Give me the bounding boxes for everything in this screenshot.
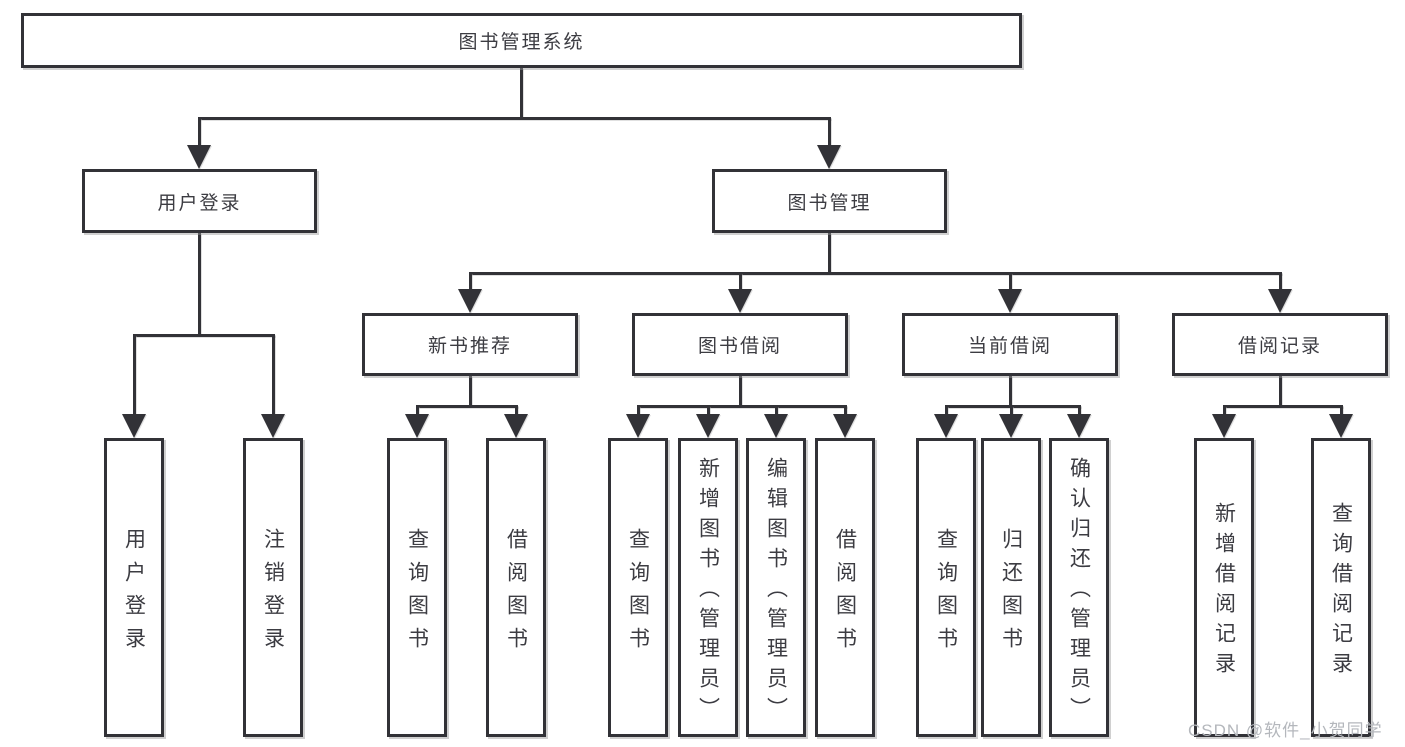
arrowhead-icon	[999, 414, 1023, 438]
connector-line	[1078, 406, 1081, 420]
connector-line	[637, 405, 847, 408]
arrowhead-icon	[728, 289, 752, 313]
node-book-borrowing: 图书借阅	[632, 313, 848, 376]
leaf-borrow-books-1: 借阅图书	[486, 438, 546, 737]
connector-line	[1340, 406, 1343, 420]
node-user-login: 用户登录	[82, 169, 317, 233]
arrowhead-icon	[122, 414, 146, 438]
leaf-query-books-1-label: 查询图书	[405, 527, 429, 660]
connector-line	[739, 376, 742, 407]
connector-line	[707, 406, 710, 420]
connector-line	[739, 273, 742, 295]
arrowhead-icon	[696, 414, 720, 438]
leaf-user-login-label: 用户登录	[122, 527, 146, 660]
arrowhead-icon	[934, 414, 958, 438]
connector-line	[515, 406, 518, 420]
arrowhead-icon	[1329, 414, 1353, 438]
connector-line	[1009, 376, 1012, 407]
connector-line	[133, 335, 136, 420]
arrowhead-icon	[261, 414, 285, 438]
leaf-add-borrow-record-label: 新增借阅记录	[1212, 502, 1236, 682]
leaf-query-borrow-record-label: 查询借阅记录	[1329, 502, 1353, 682]
arrowhead-icon	[833, 414, 857, 438]
connector-line	[945, 406, 948, 420]
leaf-query-borrow-record: 查询借阅记录	[1311, 438, 1371, 737]
arrowhead-icon	[458, 289, 482, 313]
leaf-borrow-books-1-label: 借阅图书	[504, 527, 528, 660]
connector-line	[1223, 405, 1343, 408]
node-book-borrowing-label: 图书借阅	[697, 336, 782, 357]
arrowhead-icon	[626, 414, 650, 438]
leaf-add-book-admin: 新增图书（管理员）	[678, 438, 738, 737]
leaf-add-book-admin-label: 新增图书（管理员）	[696, 457, 720, 727]
connector-line	[469, 272, 1282, 275]
arrowhead-icon	[1067, 414, 1091, 438]
node-book-management: 图书管理	[712, 169, 947, 233]
leaf-query-books-3-label: 查询图书	[934, 527, 958, 660]
leaf-query-books-1: 查询图书	[387, 438, 447, 737]
leaf-confirm-return-admin: 确认归还（管理员）	[1049, 438, 1109, 737]
leaf-borrow-books-2-label: 借阅图书	[833, 527, 857, 660]
leaf-add-borrow-record: 新增借阅记录	[1194, 438, 1254, 737]
connector-line	[198, 117, 831, 120]
node-new-book-recommendation-label: 新书推荐	[427, 336, 512, 357]
arrowhead-icon	[764, 414, 788, 438]
connector-line	[1010, 406, 1013, 420]
connector-line	[828, 233, 831, 274]
leaf-query-books-2: 查询图书	[608, 438, 668, 737]
connector-line	[637, 406, 640, 420]
arrowhead-icon	[405, 414, 429, 438]
connector-line	[469, 273, 472, 295]
arrowhead-icon	[817, 145, 841, 169]
arrowhead-icon	[187, 145, 211, 169]
connector-line	[828, 118, 831, 151]
watermark: CSDN @软件_小贺同学	[1188, 721, 1383, 740]
connector-line	[416, 406, 419, 420]
connector-line	[416, 405, 518, 408]
leaf-query-books-3: 查询图书	[916, 438, 976, 737]
leaf-edit-book-admin: 编辑图书（管理员）	[746, 438, 806, 737]
leaf-edit-book-admin-label: 编辑图书（管理员）	[764, 457, 788, 727]
node-book-management-label: 图书管理	[787, 192, 872, 214]
node-borrowing-records: 借阅记录	[1172, 313, 1388, 376]
node-new-book-recommendation: 新书推荐	[362, 313, 578, 376]
connector-line	[945, 405, 1081, 408]
leaf-return-books: 归还图书	[981, 438, 1041, 737]
node-current-borrowing: 当前借阅	[902, 313, 1118, 376]
leaf-confirm-return-admin-label: 确认归还（管理员）	[1067, 457, 1091, 727]
connector-line	[469, 376, 472, 407]
leaf-borrow-books-2: 借阅图书	[815, 438, 875, 737]
node-library-management-system: 图书管理系统	[21, 13, 1022, 68]
node-current-borrowing-label: 当前借阅	[967, 336, 1052, 357]
connector-line	[1223, 406, 1226, 420]
connector-line	[844, 406, 847, 420]
arrowhead-icon	[998, 289, 1022, 313]
leaf-query-books-2-label: 查询图书	[626, 527, 650, 660]
node-library-management-system-label: 图书管理系统	[458, 32, 585, 53]
connector-line	[272, 335, 275, 420]
connector-line	[198, 233, 201, 336]
connector-line	[198, 118, 201, 151]
leaf-logout: 注销登录	[243, 438, 303, 737]
leaf-return-books-label: 归还图书	[999, 527, 1023, 660]
connector-line	[1279, 273, 1282, 295]
arrowhead-icon	[1268, 289, 1292, 313]
leaf-user-login: 用户登录	[104, 438, 164, 737]
node-borrowing-records-label: 借阅记录	[1237, 336, 1322, 357]
node-user-login-label: 用户登录	[157, 192, 242, 214]
arrowhead-icon	[504, 414, 528, 438]
connector-line	[1009, 273, 1012, 295]
connector-line	[775, 406, 778, 420]
leaf-logout-label: 注销登录	[261, 527, 285, 660]
connector-line	[133, 334, 275, 337]
connector-line	[520, 68, 523, 119]
arrowhead-icon	[1212, 414, 1236, 438]
connector-line	[1279, 376, 1282, 407]
